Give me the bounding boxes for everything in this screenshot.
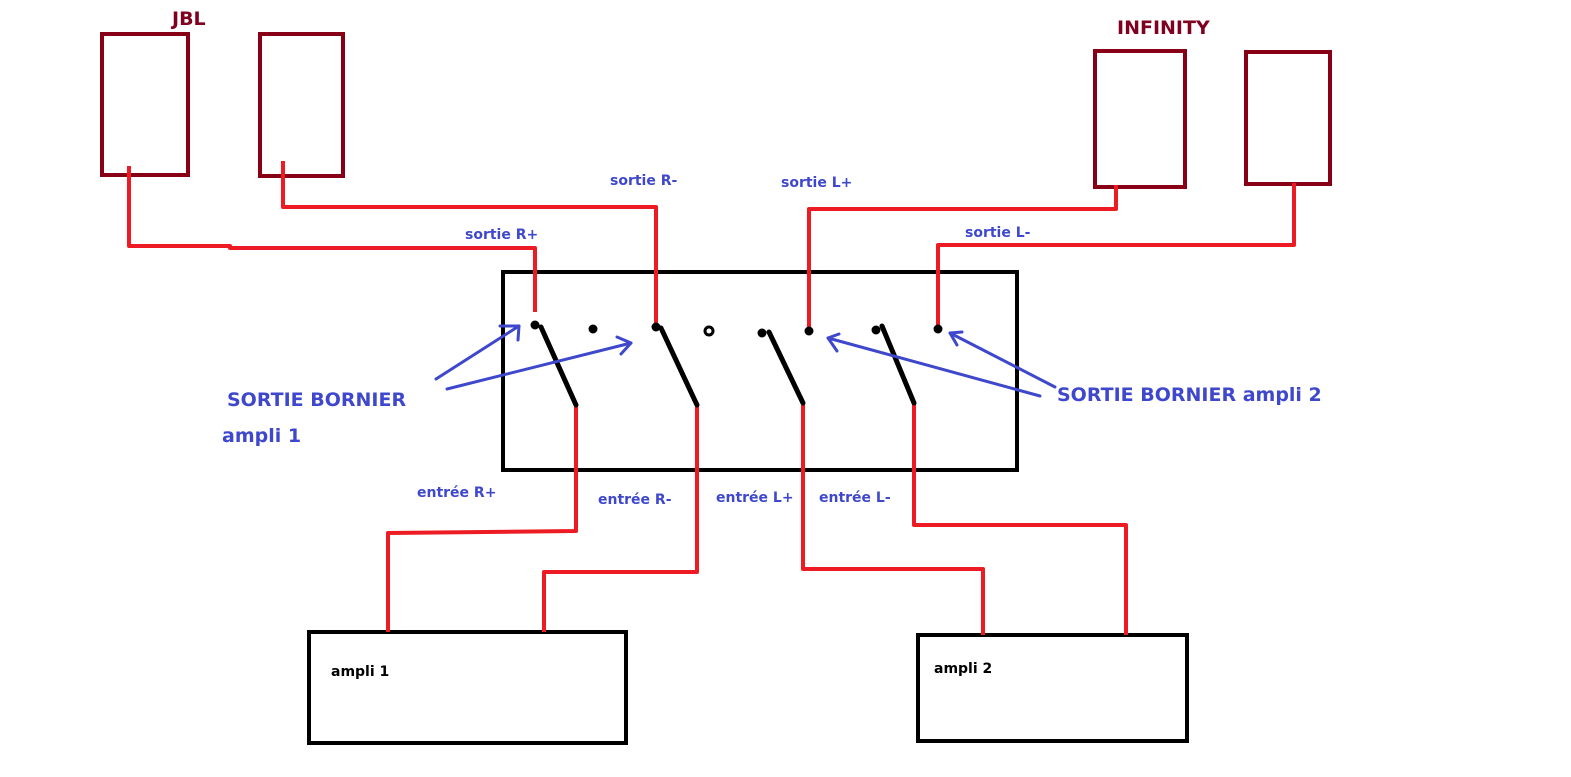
terminal-r-plus-alt [588, 324, 598, 334]
terminal-r-plus-out [530, 320, 540, 330]
wire-output-r-minus [281, 161, 658, 325]
arrow-amp2-to-l-plus [826, 336, 1042, 398]
arrow-head-icon [615, 335, 633, 356]
switch-terminal-block [501, 270, 1019, 472]
output-l-plus-label: sortie L+ [781, 175, 853, 191]
terminal-l-plus-out [804, 326, 814, 336]
wire-output-l-plus [807, 185, 1118, 330]
output-l-minus-label: sortie L- [965, 225, 1031, 241]
arrow-head-icon [948, 330, 964, 347]
amp1-label: ampli 1 [331, 664, 390, 680]
input-l-plus-label: entrée L+ [716, 490, 794, 506]
jbl-label: JBL [172, 8, 206, 30]
bornier-amp1-label-line1: SORTIE BORNIER [227, 389, 407, 411]
wire-output-l-minus [936, 183, 1296, 327]
arrow-amp1-to-r-minus [445, 341, 633, 391]
input-l-minus-label: entrée L- [819, 490, 891, 506]
amp2-box [916, 633, 1189, 743]
input-r-minus-label: entrée R- [598, 492, 672, 508]
switch-lever-r-minus[interactable] [658, 325, 700, 408]
switch-lever-l-minus[interactable] [879, 323, 917, 406]
arrow-amp1-to-r-plus [434, 324, 521, 381]
arrow-head-icon [826, 332, 841, 353]
infinity-speaker-left [1093, 49, 1187, 189]
jbl-speaker-right [258, 32, 345, 178]
wire-input-l-plus [801, 403, 985, 635]
terminal-l-minus-out [933, 324, 943, 334]
bornier-amp2-label: SORTIE BORNIER ampli 2 [1057, 384, 1322, 406]
jbl-speaker-left [100, 32, 190, 177]
output-r-minus-label: sortie R- [610, 173, 678, 189]
output-r-plus-label: sortie R+ [465, 227, 539, 243]
arrow-amp2-to-l-minus [948, 331, 1057, 389]
wire-input-r-plus [386, 404, 578, 632]
infinity-speaker-right [1244, 50, 1332, 186]
arrow-head-icon [498, 324, 521, 342]
amp2-label: ampli 2 [934, 661, 993, 677]
terminal-r-minus-alt [703, 325, 715, 337]
wire-output-r-plus [127, 166, 537, 312]
amp1-box [307, 630, 628, 745]
bornier-amp1-label-line2: ampli 1 [222, 425, 302, 447]
switch-lever-l-plus[interactable] [766, 329, 806, 406]
wire-input-r-minus [542, 404, 699, 632]
terminal-l-minus-alt [871, 325, 881, 335]
wire-input-l-minus [912, 403, 1128, 635]
infinity-label: INFINITY [1117, 17, 1210, 39]
terminal-l-plus-alt [757, 328, 767, 338]
switch-lever-r-plus[interactable] [538, 324, 579, 408]
input-r-plus-label: entrée R+ [417, 485, 497, 501]
